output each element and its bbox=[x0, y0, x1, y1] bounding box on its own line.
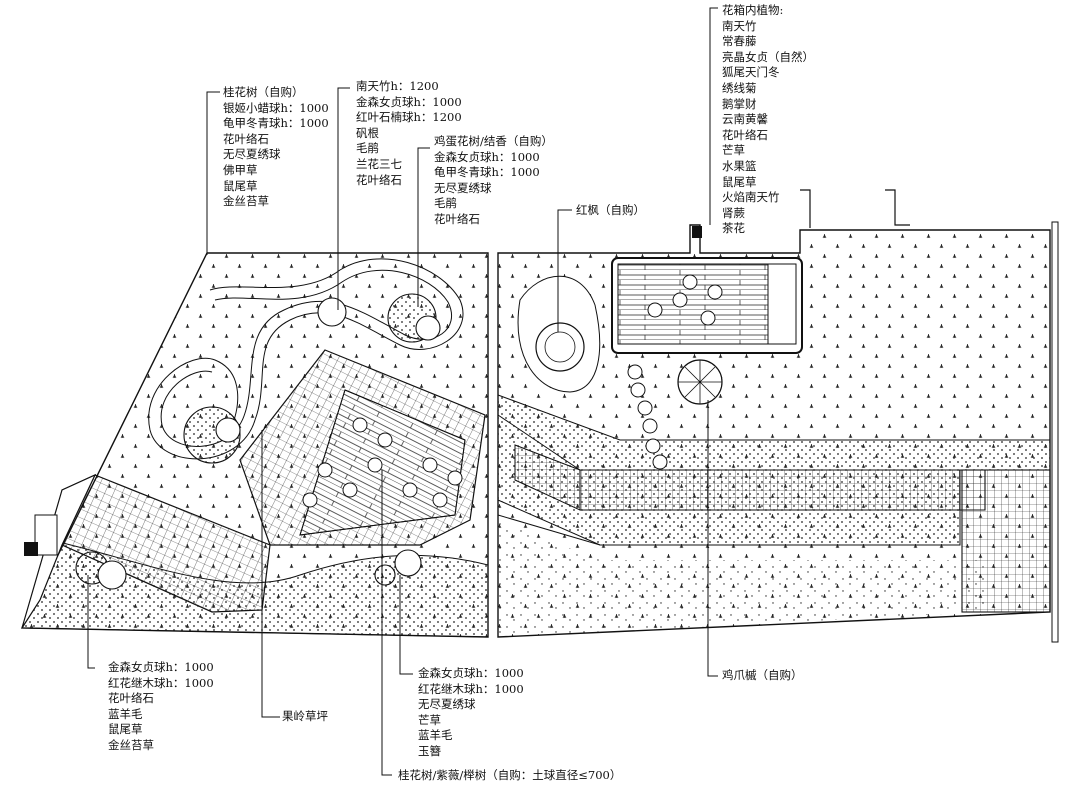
claw-maple-label: 鸡爪槭（自购） bbox=[722, 668, 803, 682]
planter-plants-label: 花箱内植物:南天竹常春藤 亮晶女贞（自然）狐尾天门冬绣线菊 鹅掌财云南黄馨花叶络… bbox=[722, 3, 814, 236]
leader-lines bbox=[87, 7, 718, 776]
right-garden bbox=[497, 189, 1059, 643]
lawn-label: 果岭草坪 bbox=[282, 709, 328, 723]
red-maple-label: 红枫（自购） bbox=[576, 203, 645, 217]
trees-label: 桂花树/紫薇/榉树（自购：土球直径≤700） bbox=[398, 768, 622, 782]
left-garden bbox=[20, 252, 489, 638]
